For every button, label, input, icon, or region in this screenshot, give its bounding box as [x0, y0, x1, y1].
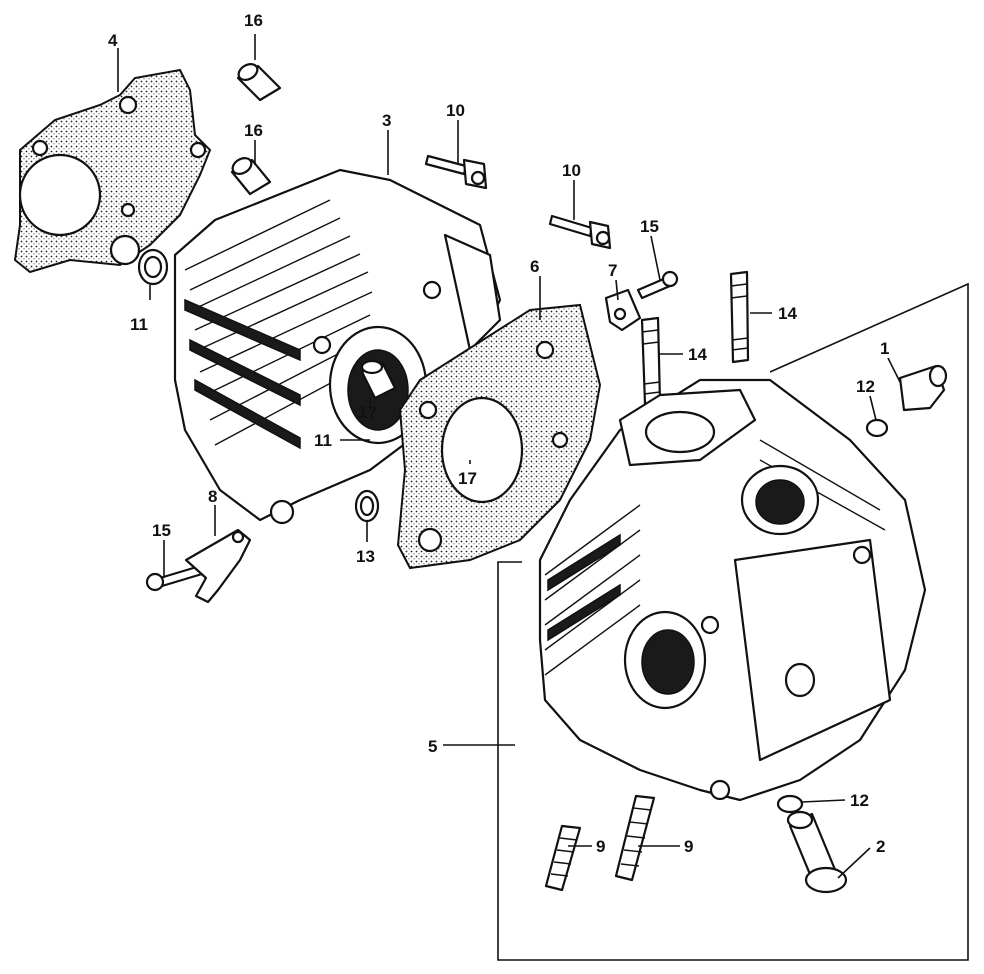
bracket-part	[184, 528, 252, 604]
callout-17-cylinder: 17	[358, 403, 377, 422]
dowel-part-cylinder	[360, 359, 397, 400]
small-bolt-part-left	[145, 564, 204, 592]
stud-part-right	[729, 270, 750, 364]
bolt-part-upper	[424, 154, 488, 190]
callout-8: 8	[208, 487, 217, 506]
callout-9-center: 9	[684, 837, 693, 856]
dowel-pin-part-lower	[230, 157, 272, 196]
stud-part-lower-center	[614, 794, 656, 882]
o-ring-part-lower-right	[776, 794, 804, 814]
callout-9-left: 9	[596, 837, 605, 856]
cap-bolt-part-lower	[786, 810, 848, 894]
callout-16-top: 16	[244, 11, 263, 30]
base-gasket-part	[13, 68, 212, 274]
stud-part-lower-left	[544, 824, 582, 892]
dowel-pin-part-top	[236, 63, 282, 102]
callout-11-left: 11	[130, 315, 148, 334]
callout-12-upper: 12	[856, 377, 875, 396]
callout-16-lower: 16	[244, 121, 263, 140]
callout-3: 3	[382, 111, 391, 130]
head-group-frame	[497, 282, 969, 961]
small-bolt-part-top	[636, 270, 679, 300]
cap-bolt-part-upper	[898, 364, 948, 412]
callout-15-left: 15	[152, 521, 171, 540]
clip-part	[604, 288, 642, 332]
callout-10-lower: 10	[562, 161, 581, 180]
o-ring-part-left	[137, 248, 169, 286]
callout-13: 13	[356, 547, 375, 566]
stud-part-left	[640, 316, 662, 406]
callout-11-center: 11	[314, 431, 332, 450]
callout-12-lower: 12	[850, 791, 869, 810]
callout-5: 5	[428, 737, 437, 756]
callout-2: 2	[876, 837, 885, 856]
callout-15-upper: 15	[640, 217, 659, 236]
callout-14-left: 14	[688, 345, 707, 364]
washer-part	[354, 489, 380, 523]
callout-10-upper: 10	[446, 101, 465, 120]
o-ring-part-upper-right	[865, 418, 889, 438]
leader-lines	[117, 34, 901, 879]
callout-17-gasket: 17	[458, 469, 477, 488]
head-gasket-part	[396, 303, 602, 570]
bolt-part-lower	[548, 214, 612, 250]
callout-14-right: 14	[778, 304, 797, 323]
callout-1: 1	[880, 339, 889, 358]
cylinder-head-part	[538, 378, 927, 802]
callout-4: 4	[108, 31, 118, 50]
callout-6: 6	[530, 257, 539, 276]
callout-7: 7	[608, 261, 617, 280]
